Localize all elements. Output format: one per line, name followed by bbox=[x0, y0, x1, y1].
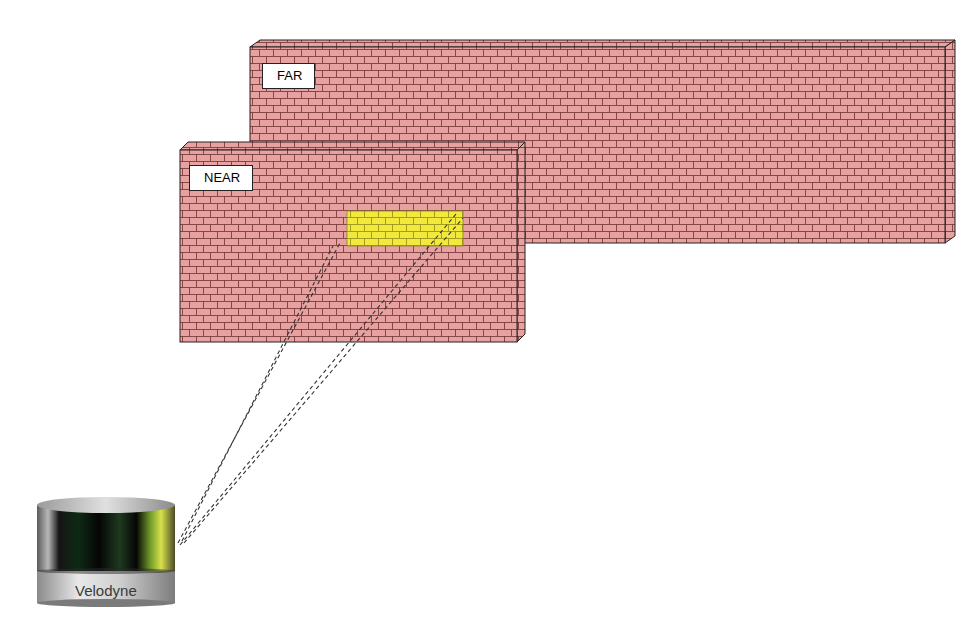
lidar-sensor bbox=[37, 497, 175, 607]
far-wall: FAR bbox=[250, 47, 945, 243]
brand-label: Velodyne bbox=[75, 582, 137, 599]
near-wall: NEAR bbox=[180, 150, 517, 342]
wall-label: FAR bbox=[262, 63, 315, 89]
near-wall bbox=[180, 142, 525, 342]
laser-beams bbox=[178, 214, 463, 545]
wall-label: NEAR bbox=[189, 165, 253, 191]
target-patch bbox=[347, 211, 463, 246]
